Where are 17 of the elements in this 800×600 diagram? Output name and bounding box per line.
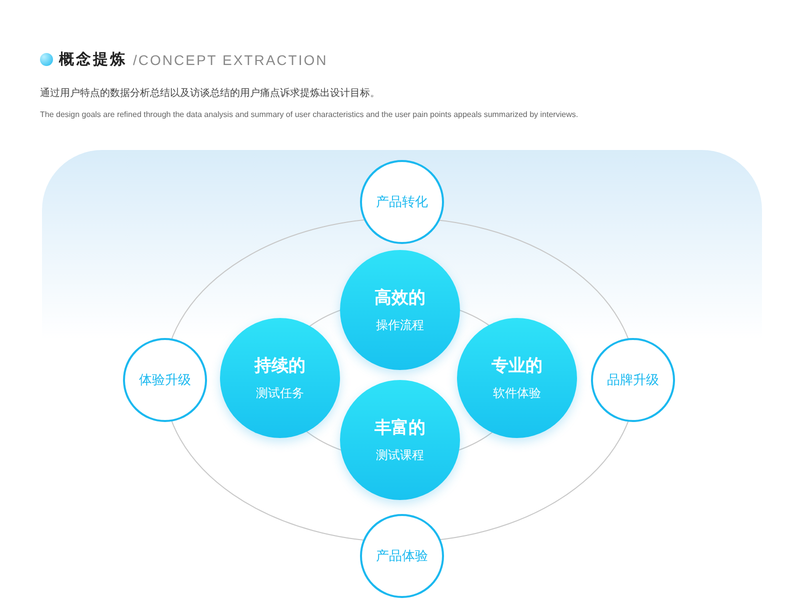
circle-text: 操作流程: [376, 317, 424, 334]
filled-circle: [340, 380, 460, 500]
circle-label: 产品体验: [376, 548, 428, 565]
description: The design goals are refined through the data analysis and summary of user characteristics and the user pain points appeals summarized by interviews.: [40, 110, 578, 119]
circle-heading: 专业的: [492, 355, 542, 377]
subtitle: /CONCEPT EXTRACTION: [133, 52, 328, 68]
circle-text: 测试任务: [256, 385, 304, 402]
circle-label: 体验升级: [139, 372, 191, 389]
circle-heading: 持续的: [254, 355, 306, 377]
circle-text: 软件体验: [493, 385, 541, 402]
circle-text: 测试课程: [376, 447, 424, 464]
circle-label: 品牌升级: [607, 372, 659, 389]
title: 概念提炼: [59, 50, 127, 69]
description: 通过用户特点的数据分析总结以及访谈总结的用户痛点诉求提炼出设计目标。: [40, 86, 380, 100]
circle-heading: 高效的: [374, 287, 426, 309]
circle-heading: 丰富的: [374, 417, 426, 439]
circle-label: 产品转化: [376, 194, 428, 211]
